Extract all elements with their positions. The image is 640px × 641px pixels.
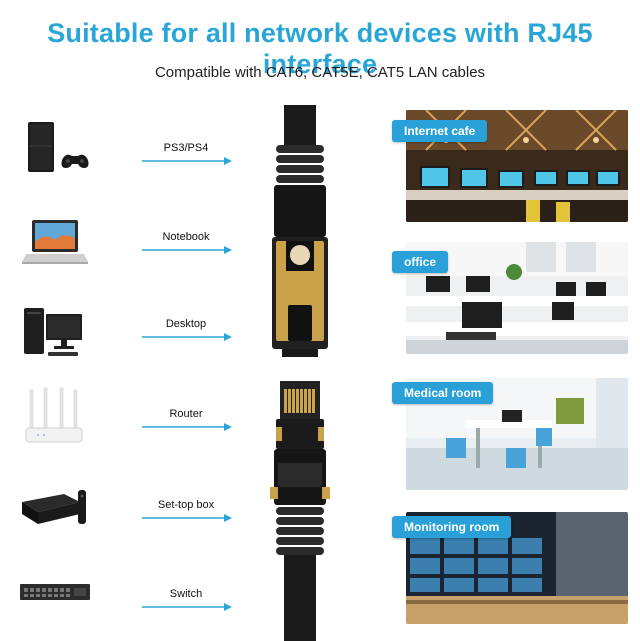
set-top-box-icon <box>18 480 90 544</box>
device-label-desktop: Desktop <box>165 318 207 330</box>
ethernet-cable-icon <box>270 105 330 641</box>
arrow-set-top-box <box>142 514 232 522</box>
device-label-notebook: Notebook <box>162 231 210 243</box>
arrow-notebook <box>142 246 232 254</box>
arrow-ps3-ps4 <box>142 157 232 165</box>
scene-medical-room <box>406 378 628 490</box>
page-title: Suitable for all network devices with RJ… <box>47 18 593 79</box>
scene-label-office: office <box>392 251 449 273</box>
desktop-computer-icon <box>18 300 90 364</box>
arrow-desktop <box>142 333 232 341</box>
device-label-ps3-ps4: PS3/PS4 <box>163 142 209 154</box>
router-icon <box>18 386 90 450</box>
device-label-switch: Switch <box>169 588 203 600</box>
network-switch-icon <box>18 566 90 630</box>
game-console-icon <box>18 116 90 180</box>
scene-label-monitoring-room: Monitoring room <box>392 516 512 538</box>
device-label-set-top-box: Set-top box <box>157 499 215 511</box>
scene-label-medical-room: Medical room <box>392 382 494 404</box>
arrow-switch <box>142 603 232 611</box>
laptop-icon <box>18 212 90 276</box>
device-label-router: Router <box>169 408 203 420</box>
scene-label-internet-cafe: Internet cafe <box>392 120 488 142</box>
page-subtitle: Compatible with CAT6, CAT5E, CAT5 LAN ca… <box>154 64 486 81</box>
scene-internet-cafe <box>406 110 628 222</box>
arrow-router <box>142 423 232 431</box>
